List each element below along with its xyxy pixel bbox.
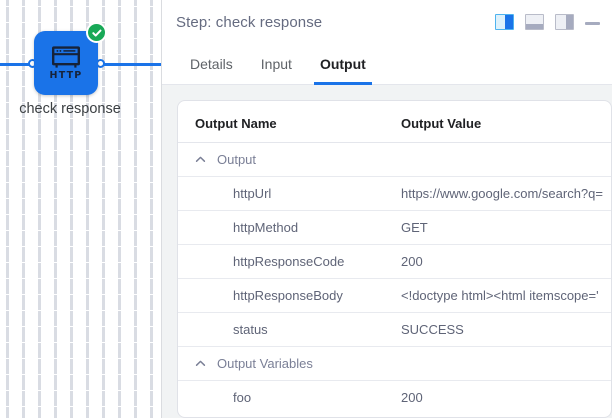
tab-input[interactable]: Input (260, 56, 292, 72)
table-header-row: Output Name Output Value (178, 101, 611, 143)
output-value-cell: 200 (396, 244, 611, 279)
layout-split-vertical-icon[interactable] (495, 14, 514, 30)
output-name-cell: foo (233, 390, 252, 405)
table-group-row[interactable]: Output Variables (178, 346, 611, 381)
page-title: Step: check response (176, 13, 323, 31)
group-label: Output Variables (217, 356, 313, 371)
panel-body: Output Name Output Value (162, 85, 612, 418)
panel-tabs: Details Input Output (162, 44, 612, 85)
table-row: httpMethod GET (178, 210, 611, 245)
chevron-up-icon[interactable] (195, 358, 206, 369)
output-value-cell: 200 (401, 390, 423, 405)
output-value-cell: https://www.google.com/search?q= (396, 176, 611, 211)
column-header-output-value: Output Value (396, 101, 611, 143)
minimize-icon[interactable] (585, 15, 600, 29)
output-value-cell: GET (396, 210, 611, 245)
table-row: httpResponseCode 200 (178, 244, 611, 279)
edge-outgoing (100, 63, 161, 66)
node-type-label: HTTP (49, 69, 83, 81)
tab-details[interactable]: Details (190, 56, 233, 72)
layout-split-horizontal-icon[interactable] (525, 14, 544, 30)
panel-header: Step: check response (162, 0, 612, 44)
step-detail-panel: Step: check response Details Input Outpu… (162, 0, 612, 418)
table-row: httpUrl https://www.google.com/search?q= (178, 176, 611, 211)
workflow-canvas[interactable]: HTTP check response (0, 0, 162, 418)
check-circle-icon (86, 22, 107, 43)
http-node-icon: HTTP (34, 31, 98, 95)
table-group-row[interactable]: Output (178, 142, 611, 177)
output-card: Output Name Output Value (177, 100, 612, 418)
table-row: httpResponseBody <!doctype html><html it… (178, 278, 611, 313)
output-value-cell: SUCCESS (396, 312, 611, 347)
output-name-cell: status (178, 312, 396, 347)
output-name-cell: httpResponseBody (178, 278, 396, 313)
workflow-node-http[interactable]: HTTP (34, 22, 107, 95)
chevron-up-icon[interactable] (195, 154, 206, 165)
group-label: Output (217, 152, 257, 167)
output-name-cell: httpResponseCode (178, 244, 396, 279)
column-header-output-name: Output Name (178, 101, 396, 143)
table-row: foo 200 (178, 381, 611, 415)
output-value-cell: <!doctype html><html itemscope=' (396, 278, 611, 313)
table-row: status SUCCESS (178, 312, 611, 347)
layout-panel-right-icon[interactable] (555, 14, 574, 30)
output-name-cell: httpMethod (178, 210, 396, 245)
tab-output[interactable]: Output (306, 44, 380, 85)
node-label: check response (19, 101, 121, 117)
output-table: Output Name Output Value (178, 101, 611, 414)
output-name-cell: httpUrl (178, 176, 396, 211)
edge-incoming (0, 63, 33, 66)
header-actions (495, 14, 600, 30)
